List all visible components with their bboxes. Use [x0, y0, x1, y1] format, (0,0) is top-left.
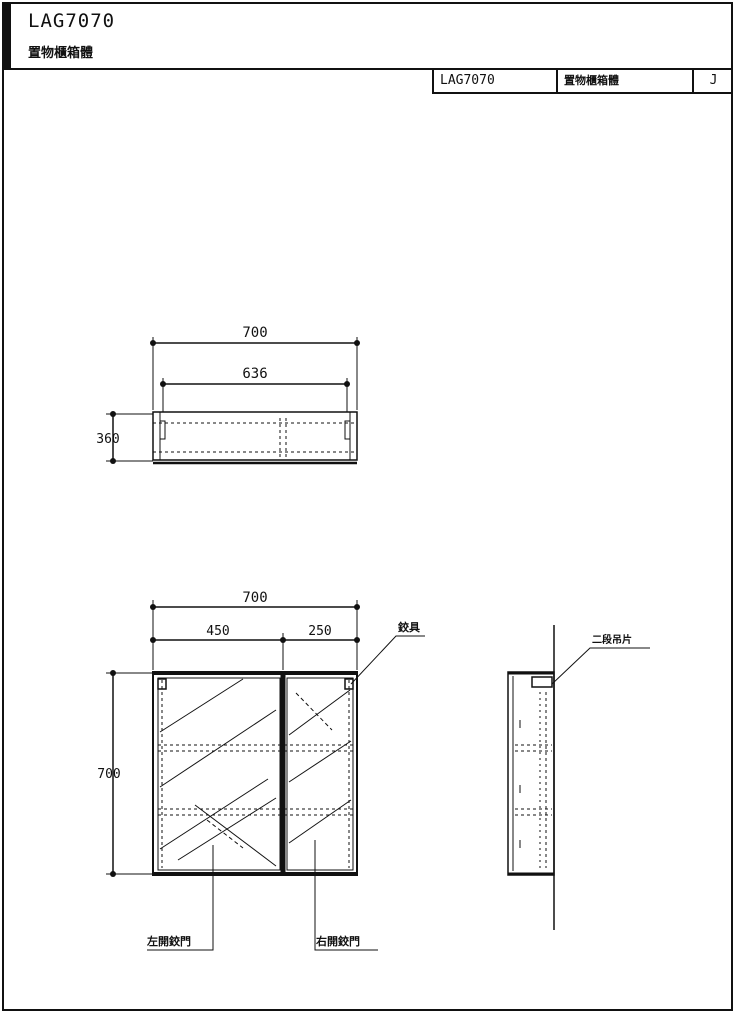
cabinet-plan-outline [152, 411, 358, 461]
drawing-header: LAG7070 置物櫃箱體 [2, 2, 733, 70]
dim-overall-width-top: 700 [242, 325, 267, 341]
title-block-page: J [709, 73, 718, 88]
mount-label: 二段吊片 [592, 633, 632, 646]
cabinet-side-outline [507, 671, 555, 876]
hinge-leader-line [350, 635, 425, 685]
left-door [157, 677, 281, 871]
mount-leader-line [551, 647, 650, 685]
dim-inner-width: 636 [242, 366, 267, 382]
left-door-leader-line [147, 845, 214, 951]
drawing-title: LAG7070 [28, 10, 116, 32]
right-door [286, 677, 354, 871]
dim-overall-width-front: 700 [242, 590, 267, 606]
dim-height: 700 [97, 767, 120, 782]
title-block: LAG7070 置物櫃箱體 J [432, 70, 733, 94]
dim-right-width: 250 [308, 624, 331, 639]
drawing-subtitle: 置物櫃箱體 [28, 46, 94, 61]
hinge-left [157, 678, 167, 690]
left-door-label: 左開鉸門 [146, 934, 191, 948]
header-accent-bar [2, 2, 11, 68]
dim-left-width: 450 [206, 624, 229, 639]
hinge-right [344, 678, 354, 690]
front-view: 700 450 250 700 [97, 590, 425, 951]
dim-depth: 360 [96, 432, 119, 447]
cabinet-front-outline [152, 671, 358, 876]
title-block-code: LAG7070 [434, 70, 558, 92]
side-view: 二段吊片 [507, 625, 650, 930]
right-door-label: 右開鉸門 [315, 934, 360, 948]
top-view: 700 636 360 [96, 325, 360, 465]
glass-reflection-lines [159, 678, 352, 867]
wall-hanger-bracket [531, 676, 553, 688]
title-block-name: 置物櫃箱體 [558, 70, 694, 92]
right-door-leader-line [314, 840, 378, 951]
hinge-label: 鉸具 [398, 620, 420, 634]
